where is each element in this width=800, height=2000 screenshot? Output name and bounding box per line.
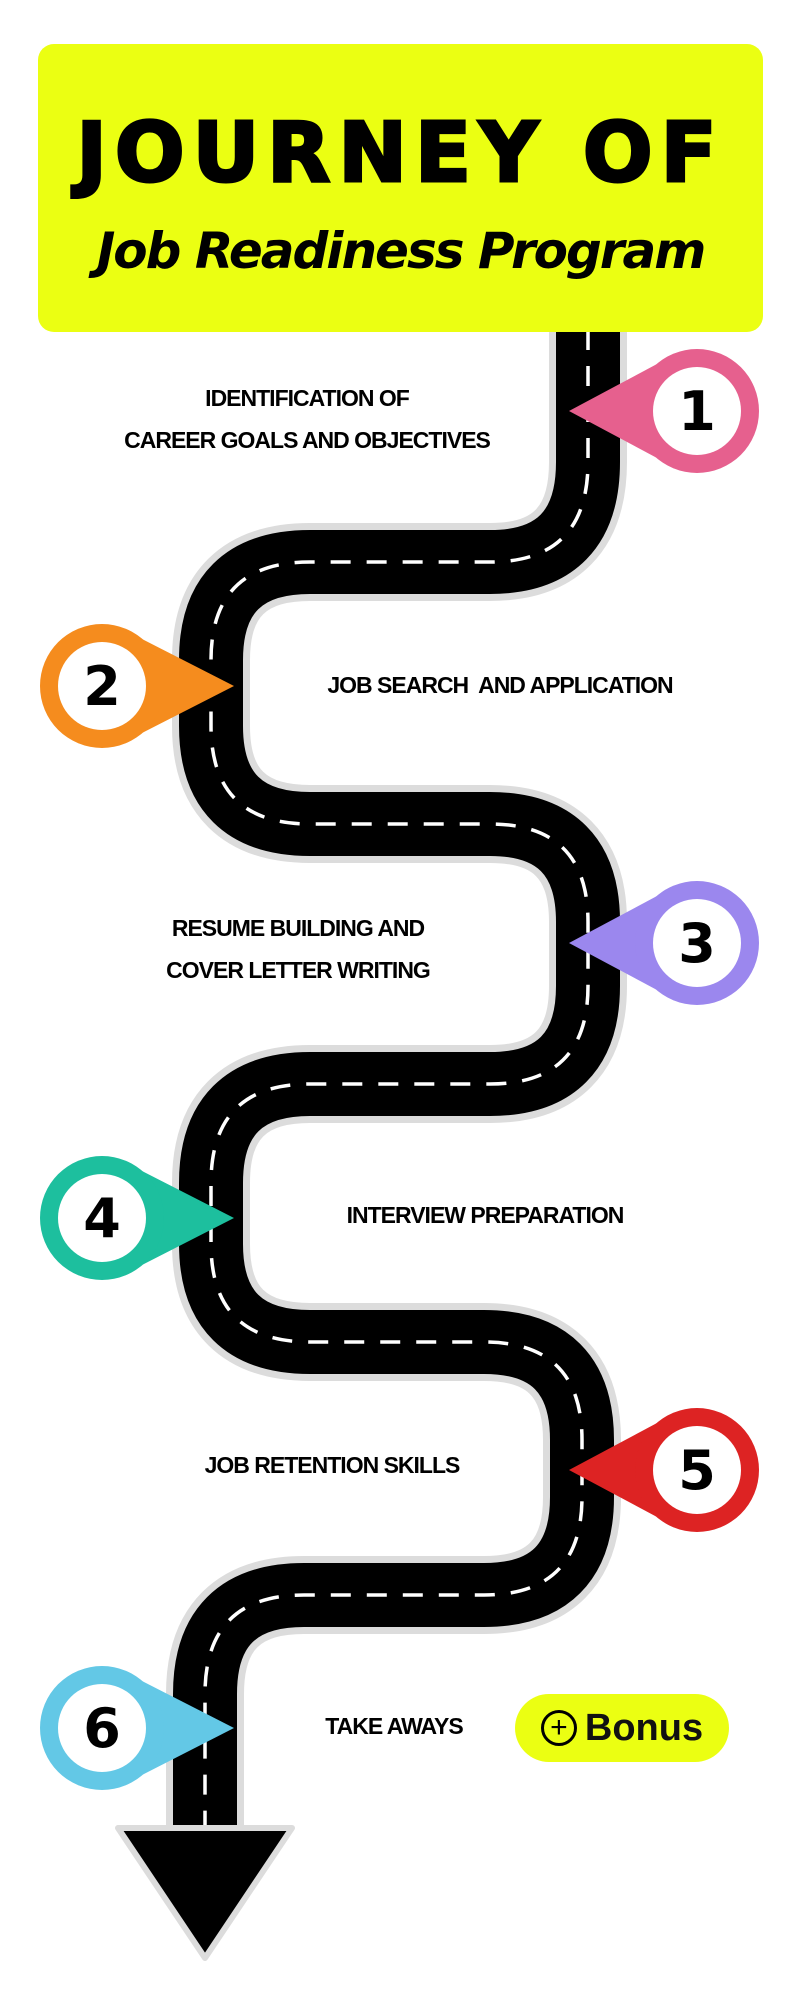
step-1-number: 1 (678, 380, 716, 443)
bonus-label: Bonus (584, 1706, 704, 1749)
step-4-number: 4 (83, 1187, 121, 1250)
step-2-marker: 2 (40, 624, 234, 748)
title-line-1: JOURNEY OF (75, 105, 725, 203)
title-banner: JOURNEY OF Job Readiness Program (38, 44, 763, 332)
step-5-label: JOB RETENTION SKILLS (204, 1452, 461, 1478)
step-2-label: JOB SEARCH AND APPLICATION (327, 672, 673, 698)
step-4-label: INTERVIEW PREPARATION (346, 1202, 625, 1228)
road-arrow-head (115, 1825, 295, 1961)
bonus-badge[interactable]: + Bonus (515, 1694, 729, 1762)
step-5-marker: 5 (569, 1408, 759, 1532)
step-3-marker: 3 (569, 881, 759, 1005)
step-6-label: TAKE AWAYS (325, 1713, 463, 1739)
step-1-label: IDENTIFICATION OF CAREER GOALS AND OBJEC… (124, 385, 491, 453)
step-4-marker: 4 (40, 1156, 234, 1280)
step-3-number: 3 (678, 912, 716, 975)
title-line-2: Job Readiness Program (96, 222, 707, 280)
step-3-label: RESUME BUILDING AND COVER LETTER WRITING (166, 915, 431, 983)
step-6-marker: 6 (40, 1666, 234, 1790)
step-1-marker: 1 (569, 349, 759, 473)
step-2-number: 2 (83, 655, 121, 718)
step-6-number: 6 (83, 1697, 121, 1760)
plus-circle-icon: + (540, 1710, 577, 1746)
step-5-number: 5 (678, 1439, 716, 1502)
